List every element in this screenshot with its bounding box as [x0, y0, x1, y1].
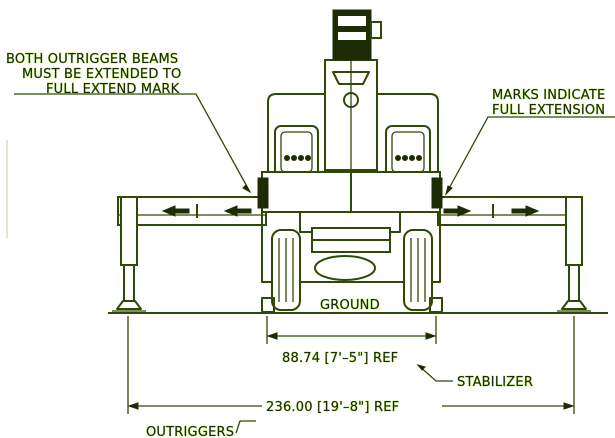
stabilizer-dimension: 88.74 [7'–5"] REF [282, 351, 398, 366]
right-extension-arrow-outer [511, 205, 540, 217]
outriggers-label: OUTRIGGERS [146, 425, 234, 438]
outrigger-dimension: 236.00 [19'–8"] REF [266, 400, 399, 415]
bolt-row-right [395, 155, 422, 161]
right-note-line-1: MARKS INDICATE [492, 88, 605, 103]
outriggers-leader [235, 420, 256, 434]
left-note-line-1: BOTH OUTRIGGER BEAMS [6, 52, 178, 67]
ground-label: GROUND [320, 298, 380, 313]
right-note-arrowhead [445, 185, 453, 196]
machine-body [257, 9, 443, 283]
left-note-line-2: MUST BE EXTENDED TO [22, 67, 181, 82]
right-outrigger-leg [557, 196, 591, 312]
right-outrigger-beam [437, 196, 582, 226]
left-note-arrowhead [242, 184, 252, 194]
right-wheel [403, 229, 433, 311]
left-extension-arrow-inner [223, 205, 252, 217]
left-note-leader [14, 93, 251, 193]
stabilizer-label: STABILIZER [457, 375, 533, 390]
left-note-line-3: FULL EXTEND MARK [46, 82, 180, 97]
right-stabilizer-foot [429, 297, 443, 313]
outrigger-dimension-line [127, 402, 575, 410]
right-extension-arrow-inner [443, 205, 472, 217]
bolt-row-left [284, 155, 311, 161]
left-extension-arrow-outer [161, 205, 190, 217]
left-stabilizer-foot [261, 297, 275, 313]
stabilizer-leader [417, 364, 453, 382]
left-outrigger-beam [117, 196, 267, 226]
right-note-line-2: FULL EXTENSION [492, 103, 605, 118]
right-note-leader [445, 116, 615, 195]
stabilizer-dimension-line [266, 332, 437, 340]
left-outrigger-leg [112, 196, 146, 312]
left-wheel [271, 229, 301, 311]
